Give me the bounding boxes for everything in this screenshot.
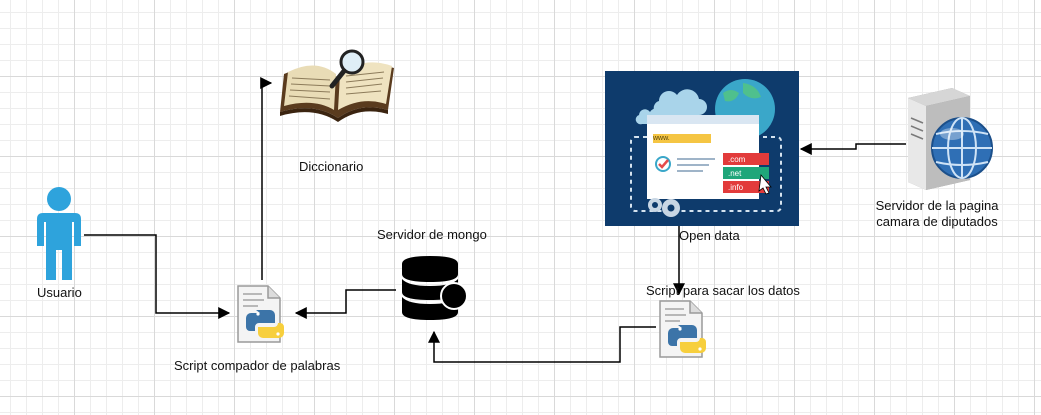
dictionary-label: Diccionario [299, 159, 364, 174]
user-label: Usuario [37, 285, 82, 300]
edge-user-to-compare-script [84, 234, 231, 319]
open-data-illustration: www. .com .net .info [605, 71, 799, 226]
python-script-icon [237, 285, 284, 343]
domain-com-text: .com [728, 155, 746, 164]
compare-script-label: Script compador de palabras [174, 358, 341, 373]
edge-mongo-to-compare-script [294, 289, 396, 319]
open-data-label: Open data [679, 228, 740, 243]
domain-info-text: .info [728, 183, 744, 192]
web-server-icon [908, 88, 993, 190]
mongo-label: Servidor de mongo [377, 227, 487, 242]
edge-compare-script-to-dictionary [260, 77, 273, 280]
python-script-icon [659, 300, 706, 358]
scrape-script-label: Script para sacar los datos [646, 283, 800, 298]
dictionary-book-icon [280, 49, 394, 122]
user-icon [37, 187, 81, 280]
server-label: Servidor de la pagina camara de diputado… [862, 198, 1012, 230]
server-label-line2: camara de diputados [876, 214, 998, 229]
www-text: www. [653, 135, 670, 142]
server-label-line1: Servidor de la pagina [875, 198, 999, 213]
database-icon [402, 256, 468, 320]
open-data-graphic [630, 79, 782, 217]
edge-scrape-script-to-mongo [428, 326, 656, 363]
edge-server-to-open-data [799, 143, 906, 155]
domain-net-text: .net [728, 169, 742, 178]
